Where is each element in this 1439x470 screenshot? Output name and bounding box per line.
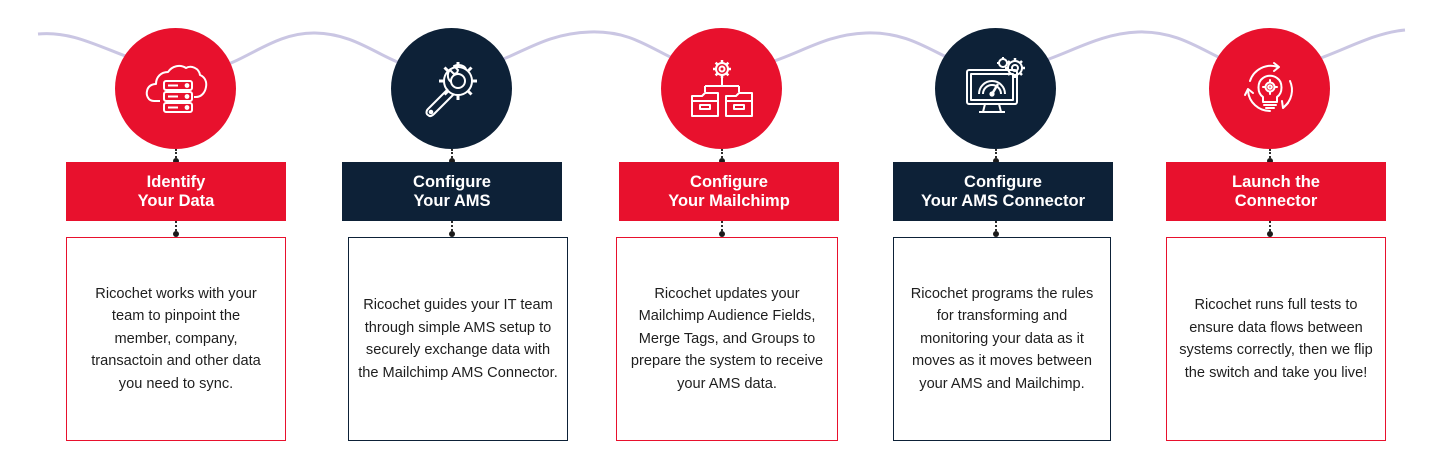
monitor-dashboard-icon [965, 56, 1025, 113]
wrench-gear-icon [425, 61, 477, 117]
connector-line [1269, 221, 1271, 235]
step-circle [935, 28, 1056, 149]
step-title-line1: Configure [690, 172, 768, 191]
step-description: Ricochet runs full tests to ensure data … [1179, 297, 1373, 381]
step-circle [391, 28, 512, 149]
step-description-card: Ricochet runs full tests to ensure data … [1166, 237, 1386, 441]
step-circle [1209, 28, 1330, 149]
step-configure-mailchimp: Configure Your Mailchimp Ricochet update… [612, 0, 839, 470]
step-title-line1: Configure [964, 172, 1042, 191]
step-title-line2: Connector [1234, 191, 1318, 210]
step-circle [661, 28, 782, 149]
step-configure-ams: Configure Your AMS Ricochet guides your … [342, 0, 568, 470]
connector-dot [173, 231, 179, 237]
step-description-card: Ricochet updates your Mailchimp Audience… [616, 237, 838, 441]
step-title-banner: Configure Your Mailchimp [619, 162, 839, 221]
step-description: Ricochet guides your IT team through sim… [358, 297, 558, 381]
step-launch-connector: Launch the Connector Ricochet runs full … [1160, 0, 1386, 470]
connector-line [1269, 149, 1271, 162]
step-description: Ricochet updates your Mailchimp Audience… [630, 285, 824, 392]
connector-line [175, 149, 177, 162]
connector-dot [449, 158, 455, 164]
connector-dot [1267, 158, 1273, 164]
connector-line [451, 149, 453, 162]
connector-line [995, 221, 997, 235]
step-configure-connector: Configure Your AMS Connector Ricochet pr… [886, 0, 1113, 470]
step-title-line2: Your AMS [413, 191, 491, 210]
step-title-line1: Launch the [1231, 172, 1320, 191]
connector-line [721, 221, 723, 235]
step-identify-data: Identify Your Data Ricochet works with y… [66, 0, 286, 470]
step-title-line1: Identify [146, 172, 206, 191]
cloud-database-icon [145, 64, 207, 113]
gear-folders-icon [690, 59, 753, 117]
step-description: Ricochet works with your team to pinpoin… [91, 285, 261, 392]
connector-dot [719, 231, 725, 237]
step-title-line2: Your AMS Connector [920, 191, 1086, 210]
step-title-banner: Configure Your AMS Connector [893, 162, 1113, 221]
step-title-line1: Configure [413, 172, 491, 191]
step-description: Ricochet programs the rules for transfor… [910, 285, 1094, 392]
step-circle [115, 28, 236, 149]
connector-line [451, 221, 453, 235]
step-description-card: Ricochet guides your IT team through sim… [348, 237, 568, 441]
connector-dot [993, 158, 999, 164]
connector-dot [173, 158, 179, 164]
step-title-banner: Launch the Connector [1166, 162, 1386, 221]
lightbulb-cycle-icon [1243, 61, 1293, 112]
connector-dot [993, 231, 999, 237]
connector-dot [1267, 231, 1273, 237]
connector-dot [449, 231, 455, 237]
step-title-banner: Identify Your Data [66, 162, 286, 221]
connector-line [721, 149, 723, 162]
connector-line [995, 149, 997, 162]
connector-dot [719, 158, 725, 164]
step-title-banner: Configure Your AMS [342, 162, 562, 221]
step-description-card: Ricochet programs the rules for transfor… [893, 237, 1111, 441]
step-description-card: Ricochet works with your team to pinpoin… [66, 237, 286, 441]
connector-line [175, 221, 177, 235]
step-title-line2: Your Data [137, 191, 215, 210]
step-title-line2: Your Mailchimp [668, 191, 790, 210]
